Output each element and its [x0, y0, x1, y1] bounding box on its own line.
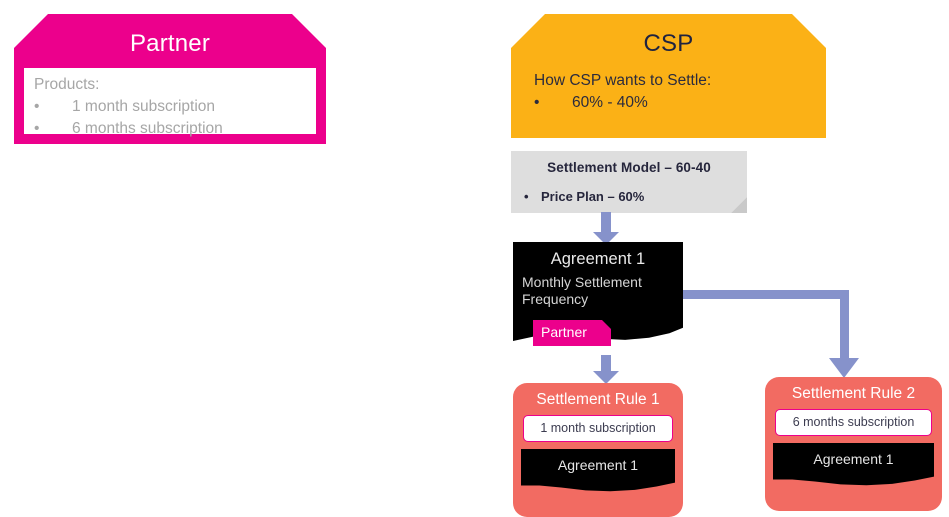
settlement-rule-1-agreement[interactable]: Agreement 1 [521, 449, 675, 497]
csp-settle-item: • 60% - 40% [534, 92, 812, 114]
settlement-rule-2-product-chip[interactable]: 6 months subscription [775, 409, 932, 437]
partner-product-item: • 6 months subscription [34, 118, 316, 140]
partner-products-panel: Products: • 1 month subscription • 6 mon… [24, 68, 316, 134]
settlement-rule-1-title: Settlement Rule 1 [536, 391, 660, 408]
connector-model-to-agreement [592, 212, 620, 246]
settlement-rule-2-agreement[interactable]: Agreement 1 [773, 443, 934, 491]
settlement-rule-1-agreement-background [521, 449, 675, 492]
agreement-subtitle: Monthly Settlement Frequency [522, 274, 642, 308]
bullet-icon: • [534, 94, 540, 111]
settlement-rule-2-title: Settlement Rule 2 [791, 385, 916, 402]
csp-settle-heading: How CSP wants to Settle: [534, 72, 712, 89]
csp-settle-panel: How CSP wants to Settle: • 60% - 40% [534, 70, 812, 114]
settlement-rule-2-agreement-background [773, 443, 934, 486]
connector-agreement-to-rule-2 [683, 286, 873, 382]
settlement-model-title: Settlement Model – 60-40 [547, 160, 711, 175]
bullet-icon: • [34, 120, 40, 137]
partner-product-item: • 1 month subscription [34, 96, 316, 118]
csp-settle-label: 60% - 40% [572, 94, 648, 111]
csp-title: CSP [643, 30, 694, 57]
partner-product-label: 6 months subscription [72, 120, 223, 137]
agreement-title: Agreement 1 [550, 250, 646, 268]
settlement-rule-1-agreement-label: Agreement 1 [557, 457, 639, 474]
partner-product-label: 1 month subscription [72, 98, 216, 115]
settlement-rule-1-card[interactable]: Settlement Rule 1 1 month subscription A… [513, 383, 683, 517]
settlement-model-item-label: Price Plan – 60% [541, 189, 645, 204]
agreement-partner-tag[interactable]: Partner [533, 320, 611, 346]
settlement-model-item: • Price Plan – 60% [511, 175, 747, 204]
partner-products-heading: Products: [34, 76, 100, 93]
agreement-partner-tag-label: Partner [541, 324, 587, 340]
partner-title: Partner [129, 30, 211, 57]
settlement-rule-1-product-chip[interactable]: 1 month subscription [523, 415, 673, 443]
partner-card[interactable]: Partner Products: • 1 month subscription… [14, 14, 326, 144]
settlement-rule-2-card[interactable]: Settlement Rule 2 6 months subscription … [765, 377, 942, 511]
csp-card[interactable]: CSP How CSP wants to Settle: • 60% - 40% [511, 14, 826, 138]
settlement-rule-2-agreement-label: Agreement 1 [813, 451, 894, 468]
agreement-card[interactable]: Agreement 1 Monthly Settlement Frequency… [513, 242, 683, 352]
connector-agreement-to-rule-1 [592, 355, 620, 385]
settlement-model-card[interactable]: Settlement Model – 60-40 • Price Plan – … [511, 151, 747, 213]
bullet-icon: • [524, 189, 529, 204]
bullet-icon: • [34, 98, 40, 115]
